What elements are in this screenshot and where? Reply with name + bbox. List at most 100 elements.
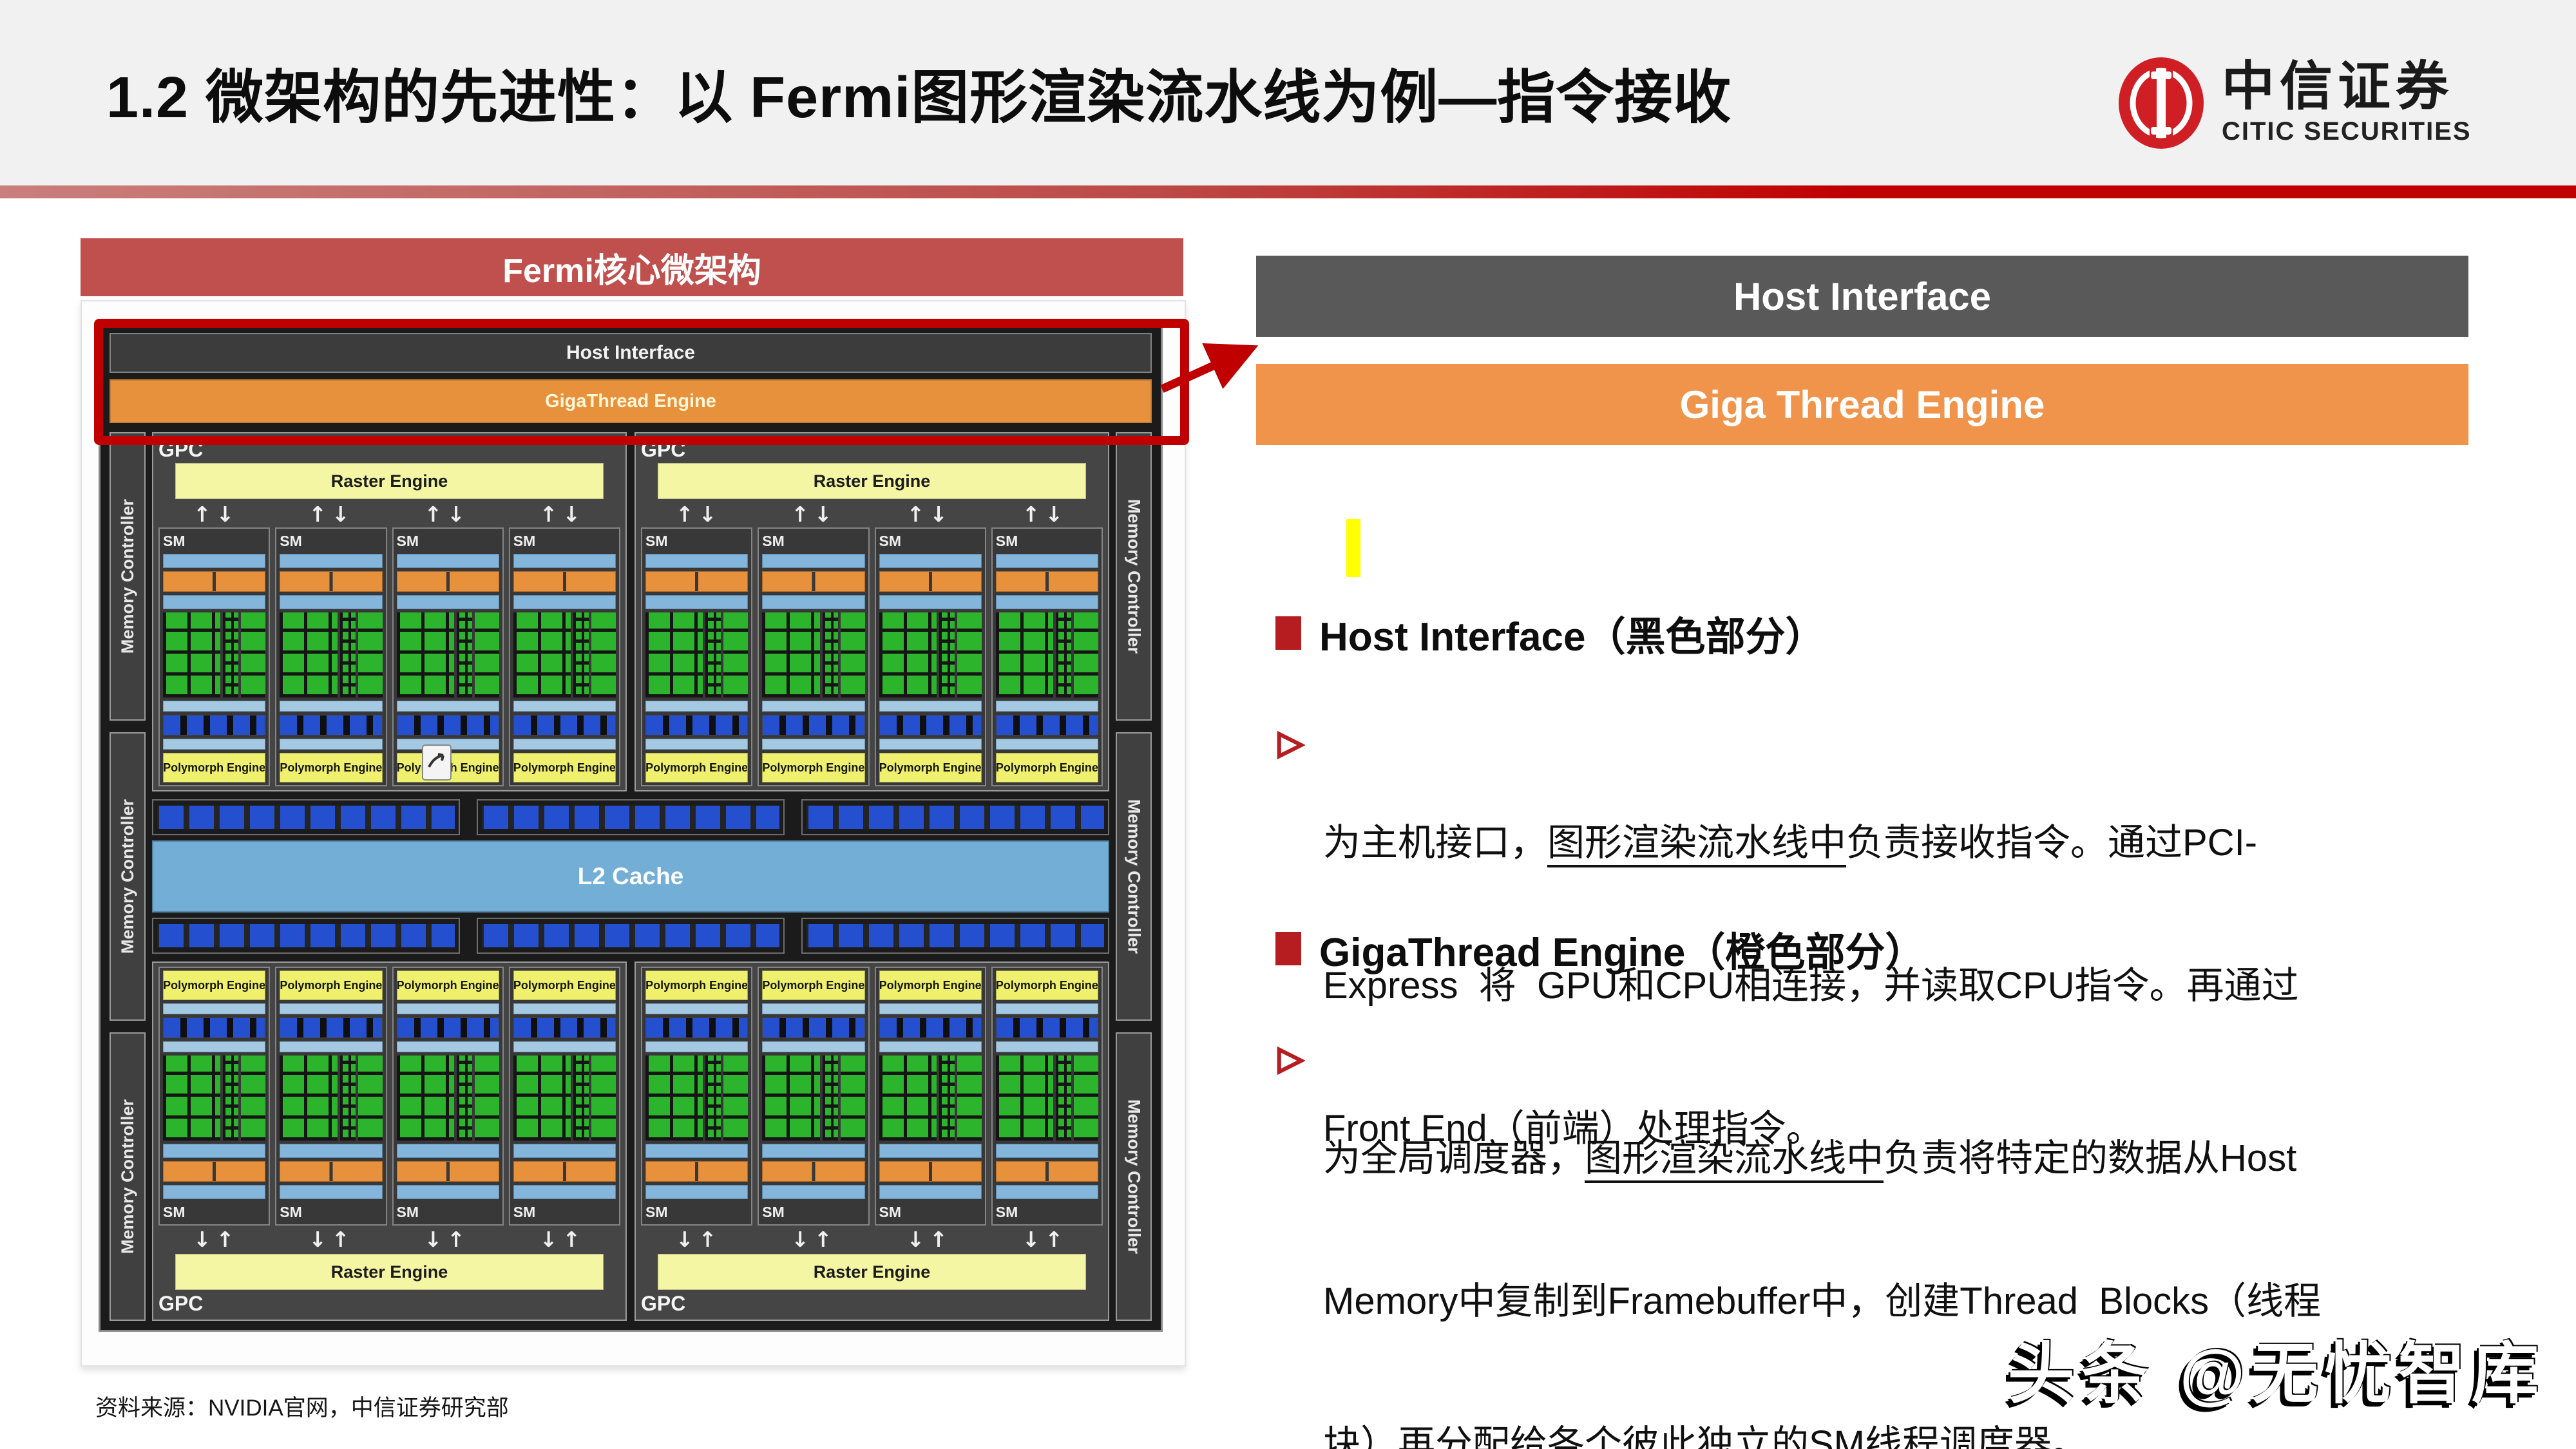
uniform-cache-bar bbox=[396, 1003, 499, 1014]
gpc-label: GPC bbox=[641, 1291, 1103, 1316]
sm-block: SM Polymorph Engine bbox=[392, 527, 504, 786]
warp-scheduler-bar bbox=[879, 571, 982, 592]
l2-cache-band: L2 Cache bbox=[152, 840, 1109, 913]
up-down-arrow-icon: ↑↓ bbox=[906, 501, 953, 527]
gpc-block: GPC Raster Engine ↓↑ ↓↑ ↓↑ ↓↑ SM Polymor… bbox=[152, 961, 627, 1321]
polymorph-engine-label: Polymorph Engine bbox=[280, 761, 383, 774]
instruction-cache-bar bbox=[163, 1185, 266, 1199]
core-grid-narrow bbox=[939, 1056, 955, 1141]
sm-block: SM Polymorph Engine bbox=[758, 967, 870, 1226]
sm-block: SM Polymorph Engine bbox=[874, 527, 986, 786]
header-divider bbox=[0, 185, 2576, 198]
sm-label-text: SM bbox=[513, 1203, 536, 1220]
polymorph-engine-label: Polymorph Engine bbox=[762, 978, 865, 992]
l2-cell-row bbox=[152, 799, 1109, 835]
core-grid-main bbox=[879, 612, 937, 697]
sm-label-text: SM bbox=[396, 1203, 419, 1220]
uniform-cache-bar bbox=[163, 1003, 266, 1014]
memory-controller-column-right: Memory Controller Memory Controller Memo… bbox=[1116, 432, 1152, 1321]
sm-label: SM bbox=[280, 1202, 382, 1222]
raster-engine-bar: Raster Engine bbox=[658, 463, 1086, 499]
instruction-cache-bar bbox=[163, 554, 266, 568]
polymorph-engine-label: Polymorph Engine bbox=[995, 761, 1098, 774]
uniform-cache-bar bbox=[163, 739, 266, 750]
instruction-cache-bar bbox=[762, 1185, 865, 1199]
cell-group bbox=[477, 918, 785, 954]
gpc-label-text: GPC bbox=[158, 437, 204, 461]
uniform-cache-bar bbox=[280, 1003, 383, 1014]
gpc-block: GPC Raster Engine ↓↑ ↓↑ ↓↑ ↓↑ SM Polymor… bbox=[634, 961, 1109, 1321]
interconnect-bar bbox=[163, 701, 266, 712]
sm-block: SM Polymorph Engine bbox=[158, 527, 271, 786]
text-line: 为全局调度器，图形渲染流水线中负责将特定的数据从Host bbox=[1323, 1135, 2321, 1183]
raster-sm-arrows: ↑↓ ↑↓ ↑↓ ↑↓ bbox=[641, 500, 1103, 527]
memory-controller-segment: Memory Controller bbox=[110, 432, 146, 721]
core-grid-edge bbox=[1074, 1056, 1098, 1141]
sm-label-text: SM bbox=[762, 1203, 785, 1220]
sm-label: SM bbox=[280, 531, 382, 551]
bullet-heading: Host Interface（黑色部分） bbox=[1275, 604, 2538, 662]
register-file-bar bbox=[513, 1144, 616, 1158]
sm-row: SM Polymorph Engine SM Polymorph Engine … bbox=[158, 527, 620, 786]
sm-block: SM Polymorph Engine bbox=[991, 967, 1103, 1226]
arrowhead-bullet-icon bbox=[1277, 730, 1305, 760]
polymorph-engine-bar: Polymorph Engine bbox=[879, 971, 982, 1000]
core-grid-edge bbox=[591, 1056, 616, 1141]
text-line: Express 将 GPU和CPU相连接，并读取CPU指令。再通过 bbox=[1323, 965, 2299, 1007]
sub-bullet: 为全局调度器，图形渲染流水线中负责将特定的数据从Host Memory中复制到F… bbox=[1275, 1039, 2538, 1449]
up-down-arrow-icon: ↓↑ bbox=[1022, 1226, 1069, 1252]
cuda-core-grid bbox=[762, 1056, 865, 1141]
host-interface-bar-label: Host Interface bbox=[1733, 274, 1992, 318]
warp-scheduler-bar bbox=[163, 571, 266, 592]
up-down-arrow-icon: ↑↓ bbox=[791, 501, 837, 527]
warp-scheduler-bar bbox=[879, 1161, 982, 1182]
gpc-label-text: GPC bbox=[158, 1291, 204, 1315]
interconnect-bar bbox=[396, 701, 499, 712]
core-grid-main bbox=[163, 1056, 221, 1141]
giga-thread-engine-bar: Giga Thread Engine bbox=[1256, 364, 2468, 445]
up-down-arrow-icon: ↓↑ bbox=[193, 1226, 240, 1252]
cuda-core-grid bbox=[879, 1056, 982, 1141]
memory-controller-segment: Memory Controller bbox=[1116, 732, 1152, 1021]
header: 1.2 微架构的先进性：以 Fermi图形渲染流水线为例—指令接收 中信证券 C… bbox=[0, 0, 2576, 185]
core-grid-main bbox=[879, 1056, 937, 1141]
up-down-arrow-icon: ↓↑ bbox=[309, 1226, 355, 1252]
uniform-cache-bar bbox=[513, 739, 616, 750]
page-title: 1.2 微架构的先进性：以 Fermi图形渲染流水线为例—指令接收 bbox=[106, 66, 1732, 130]
up-down-arrow-icon: ↑↓ bbox=[193, 501, 240, 527]
polymorph-engine-bar: Polymorph Engine bbox=[163, 753, 266, 782]
core-grid-edge bbox=[723, 1056, 749, 1141]
polymorph-engine-label: Polymorph Engine bbox=[513, 761, 616, 774]
shared-memory-cells bbox=[280, 1018, 383, 1038]
cuda-core-grid bbox=[396, 612, 499, 697]
sm-block: SM Polymorph Engine bbox=[991, 527, 1103, 786]
core-grid-narrow bbox=[223, 1056, 239, 1141]
core-grid-narrow bbox=[339, 1056, 356, 1141]
sm-label: SM bbox=[163, 531, 265, 551]
up-down-arrow-icon: ↑↓ bbox=[675, 501, 722, 527]
memory-controller-segment: Memory Controller bbox=[110, 732, 146, 1021]
sm-label: SM bbox=[996, 1202, 1098, 1222]
sm-block: SM Polymorph Engine bbox=[641, 527, 753, 786]
sm-label-text: SM bbox=[645, 1203, 668, 1220]
sm-block: SM Polymorph Engine bbox=[758, 527, 870, 786]
core-grid-narrow bbox=[705, 1056, 721, 1141]
memory-controller-segment: Memory Controller bbox=[1116, 432, 1152, 721]
die-gigathread-bar: GigaThread Engine bbox=[110, 379, 1152, 423]
polymorph-engine-bar: Polymorph Engine bbox=[513, 971, 616, 1000]
up-down-arrow-icon: ↑↓ bbox=[309, 501, 355, 527]
polymorph-engine-label: Polymorph Engine bbox=[762, 761, 865, 774]
sm-label: SM bbox=[879, 1202, 982, 1222]
uniform-cache-bar bbox=[995, 739, 1098, 750]
bullet-heading-text: Host Interface（黑色部分） bbox=[1319, 615, 1826, 659]
core-grid-edge bbox=[241, 1056, 266, 1141]
shared-memory-cells bbox=[513, 715, 616, 735]
raster-sm-arrows: ↓↑ ↓↑ ↓↑ ↓↑ bbox=[641, 1226, 1103, 1253]
core-grid-main bbox=[280, 612, 338, 697]
sm-label-text: SM bbox=[879, 1203, 902, 1220]
polymorph-engine-label: Polymorph Engine bbox=[879, 761, 982, 774]
gpc-label: GPC bbox=[158, 437, 620, 462]
sm-block: SM Polymorph Engine bbox=[641, 967, 753, 1226]
interconnect-bar bbox=[879, 1041, 982, 1052]
logo-name-zh: 中信证券 bbox=[2222, 57, 2454, 116]
